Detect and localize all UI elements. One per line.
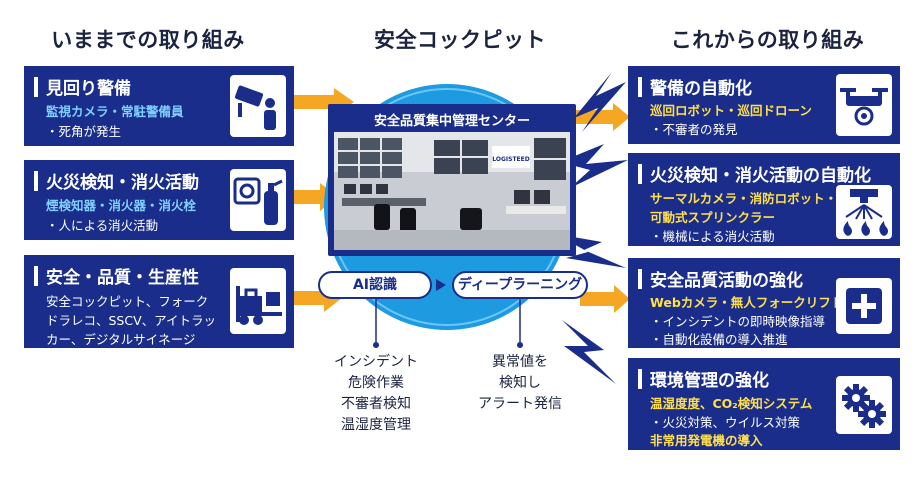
- box-sub: 安全コックピット、フォーク: [46, 294, 209, 309]
- box-bullet: ・不審者の発見: [650, 122, 738, 137]
- deep-learning-pill: ディープラーニング: [452, 271, 588, 299]
- box-sub: ドラレコ、SSCV、アイトラッ: [46, 313, 217, 328]
- box-title: 環境管理の強化: [650, 371, 769, 391]
- right-box-environment: 環境管理の強化 温湿度度、CO₂検知システム ・火災対策、ウイルス対策 非常用発…: [628, 358, 900, 450]
- forklift-icon: [230, 268, 286, 334]
- left-box-fire: 火災検知・消火活動 煙検知器・消火器・消火栓 ・人による消火活動: [24, 160, 294, 240]
- box-bullet: ・人による消火活動: [46, 218, 159, 233]
- box-sub: カー、デジタルサイネージ: [46, 332, 196, 347]
- box-sub: 非常用発電機の導入: [650, 433, 763, 448]
- right-arrows: [565, 103, 630, 313]
- left-heading: いままでの取り組み: [51, 28, 245, 52]
- right-heading: これからの取り組み: [670, 28, 865, 52]
- box-sub: 温湿度度、CO₂検知システム: [650, 396, 813, 411]
- right-box-fire-automation: 火災検知・消火活動の自動化 サーマルカメラ・消防ロボット・ 可動式スプリンクラー…: [628, 153, 900, 246]
- box-bullet: ・インシデントの即時映像指導: [650, 314, 826, 329]
- gears-icon: [836, 376, 892, 434]
- ai-items-list: インシデント 危険作業 不審者検知 温湿度管理: [326, 352, 426, 436]
- left-box-patrol: 見回り警備 監視カメラ・常駐警備員 ・死角が発生: [24, 66, 294, 146]
- right-box-quality: 安全品質活動の強化 Webカメラ・無人フォークリフト ・インシデントの即時映像指…: [628, 258, 900, 348]
- security-camera-guard-icon: [230, 75, 286, 137]
- smoke-detector-extinguisher-icon: [230, 169, 286, 231]
- center-heading: 安全コックピット: [374, 28, 546, 52]
- box-bullet: ・死角が発生: [46, 124, 122, 139]
- box-title: 火災検知・消火活動の自動化: [650, 166, 871, 186]
- box-sub: 巡回ロボット・巡回ドローン: [650, 103, 812, 118]
- ai-item: 不審者検知: [341, 396, 411, 412]
- box-bullet: ・自動化設備の導入推進: [650, 332, 788, 347]
- dl-item: アラート発信: [478, 396, 562, 412]
- screen-logo: LOGISTEED: [492, 156, 529, 163]
- box-sub: Webカメラ・無人フォークリフト: [650, 295, 844, 310]
- box-bullet: ・機械による消火活動: [650, 229, 775, 244]
- control-room-photo: LOGISTEED: [334, 132, 570, 250]
- box-sub: 可動式スプリンクラー: [650, 210, 776, 225]
- ai-item: 危険作業: [348, 375, 404, 391]
- right-box-security-automation: 警備の自動化 巡回ロボット・巡回ドローン ・不審者の発見: [628, 66, 900, 144]
- ai-item: インシデント: [334, 354, 418, 370]
- monitor-title: 安全品質集中管理センター: [373, 114, 530, 129]
- box-sub: 煙検知器・消火器・消火栓: [46, 198, 197, 213]
- sprinkler-fire-icon: [836, 185, 892, 239]
- box-bullet: ・火災対策、ウイルス対策: [650, 415, 801, 430]
- box-title: 火災検知・消火活動: [46, 173, 199, 193]
- dl-item: 異常値を: [492, 354, 548, 370]
- dl-item: 検知し: [499, 375, 541, 391]
- plus-icon: [836, 278, 892, 334]
- box-title: 安全品質活動の強化: [650, 271, 803, 291]
- box-title: 警備の自動化: [650, 79, 752, 99]
- ai-item: 温湿度管理: [341, 417, 411, 433]
- box-sub: 監視カメラ・常駐警備員: [46, 104, 184, 119]
- drone-icon: [836, 74, 892, 136]
- ai-recognition-pill: AI認識: [318, 271, 432, 299]
- box-sub: サーマルカメラ・消防ロボット・: [650, 191, 838, 206]
- control-room-monitor: 安全品質集中管理センター LOGISTEED: [328, 104, 576, 256]
- box-title: 安全・品質・生産性: [46, 268, 199, 288]
- dl-items-list: 異常値を 検知し アラート発信: [470, 352, 570, 415]
- left-box-safety: 安全・品質・生産性 安全コックピット、フォーク ドラレコ、SSCV、アイトラッ …: [24, 255, 294, 348]
- box-title: 見回り警備: [46, 79, 131, 99]
